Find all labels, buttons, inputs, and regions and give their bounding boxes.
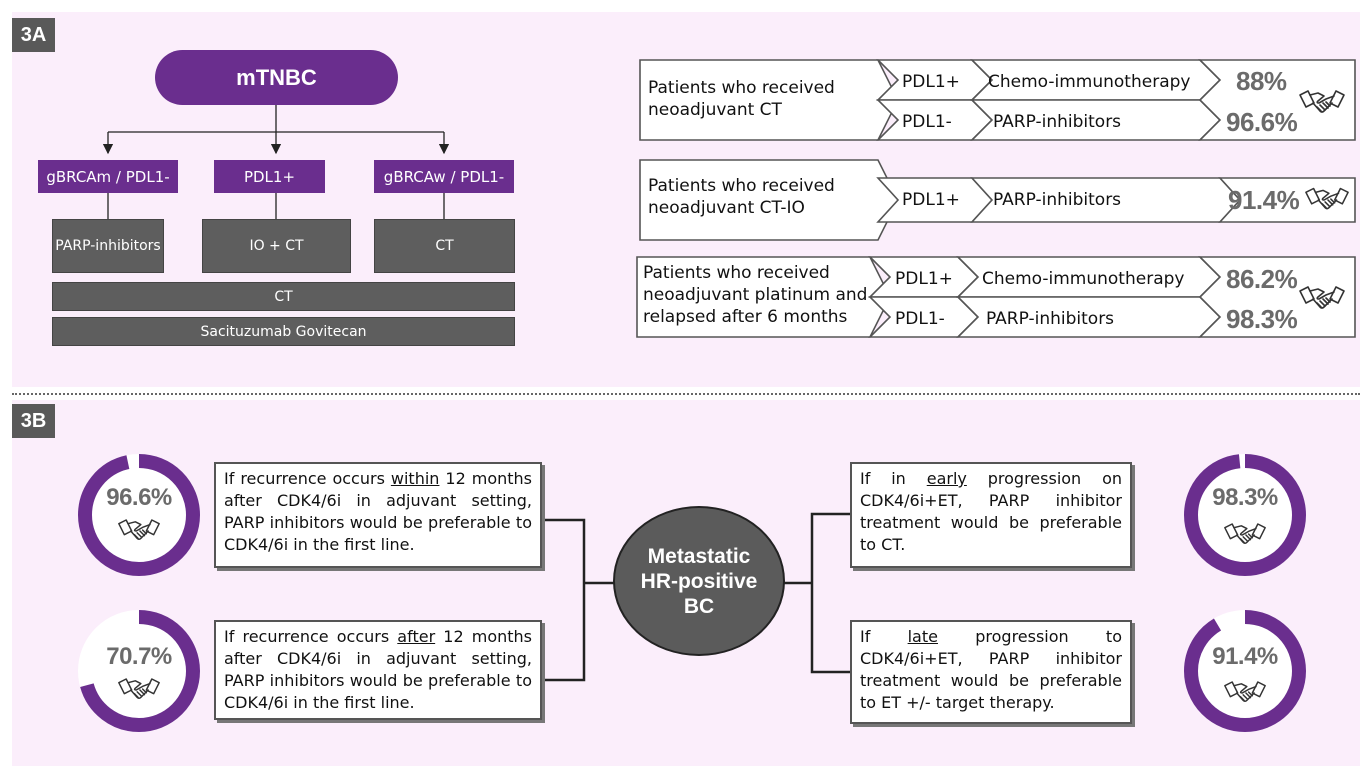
bar-sacituzumab: Sacituzumab Govitecan <box>52 317 515 346</box>
donut-percent-after: 70.7% <box>106 643 172 670</box>
donut-after <box>78 610 200 732</box>
panel-tag-3b: 3B <box>12 404 55 438</box>
donut-percent-within: 96.6% <box>106 484 172 511</box>
branch-gbrcam: gBRCAm / PDL1- <box>38 160 178 193</box>
donut-arc <box>78 610 200 732</box>
donut-early <box>1184 454 1306 576</box>
arrow-frames <box>636 59 1356 338</box>
handshake-icon <box>117 675 161 705</box>
patient-group-2: Patients who received neoadjuvant CT-IO <box>648 176 835 218</box>
flow-connectors <box>102 105 450 219</box>
therapy-1-2: PARP-inhibitors <box>993 112 1122 132</box>
therapy-3-1: Chemo-immunotherapy <box>982 269 1185 289</box>
treatment-parp: PARP-inhibitors <box>52 219 164 273</box>
statement-within-12-months: If recurrence occurs within 12 months af… <box>214 462 542 568</box>
branch-gbrcaw: gBRCAw / PDL1- <box>374 160 514 193</box>
handshake-icon <box>1223 678 1267 708</box>
percent-3-1: 86.2% <box>1226 264 1298 294</box>
statement-after-12-months: If recurrence occurs after 12 months aft… <box>214 620 542 720</box>
handshake-icon <box>1304 184 1350 216</box>
donut-late <box>1184 610 1306 732</box>
percent-1-1: 88% <box>1236 66 1287 96</box>
percent-2-1: 91.4% <box>1228 185 1300 215</box>
center-node: Metastatic HR-positive BC <box>613 506 785 656</box>
handshake-icon <box>1223 520 1267 550</box>
marker-3-1: PDL1+ <box>895 269 953 289</box>
panel-tag-3a: 3A <box>12 18 55 52</box>
treatment-io-ct: IO + CT <box>202 219 351 273</box>
percent-3-2: 98.3% <box>1226 304 1298 334</box>
handshake-icon <box>117 516 161 546</box>
branch-pdl1-positive: PDL1+ <box>214 160 325 193</box>
statement-early-progression: If in early progression on CDK4/6i+ET, P… <box>850 462 1132 568</box>
section-divider <box>12 393 1360 395</box>
marker-1-1: PDL1+ <box>902 72 960 92</box>
therapy-3-2: PARP-inhibitors <box>986 309 1115 329</box>
donut-percent-late: 91.4% <box>1212 643 1278 670</box>
treatment-ct: CT <box>374 219 515 273</box>
donut-within <box>78 454 200 576</box>
marker-3-2: PDL1- <box>895 309 945 329</box>
therapy-1-1: Chemo-immunotherapy <box>988 72 1191 92</box>
patient-group-3: Patients who received neoadjuvant platin… <box>643 263 868 327</box>
bar-ct: CT <box>52 282 515 311</box>
donut-percent-early: 98.3% <box>1212 484 1278 511</box>
donut-arc <box>1184 610 1306 732</box>
therapy-2-1: PARP-inhibitors <box>993 190 1122 210</box>
handshake-icon <box>1298 282 1346 316</box>
handshake-icon <box>1298 86 1346 120</box>
statement-late-progression: If late progression to CDK4/6i+ET, PARP … <box>850 620 1132 724</box>
marker-2-1: PDL1+ <box>902 190 960 210</box>
donut-arc <box>78 454 200 576</box>
patient-group-1: Patients who received neoadjuvant CT <box>648 78 835 120</box>
donut-arc <box>1184 454 1306 576</box>
root-node: mTNBC <box>155 50 398 105</box>
marker-1-2: PDL1- <box>902 112 952 132</box>
percent-1-2: 96.6% <box>1226 107 1298 137</box>
